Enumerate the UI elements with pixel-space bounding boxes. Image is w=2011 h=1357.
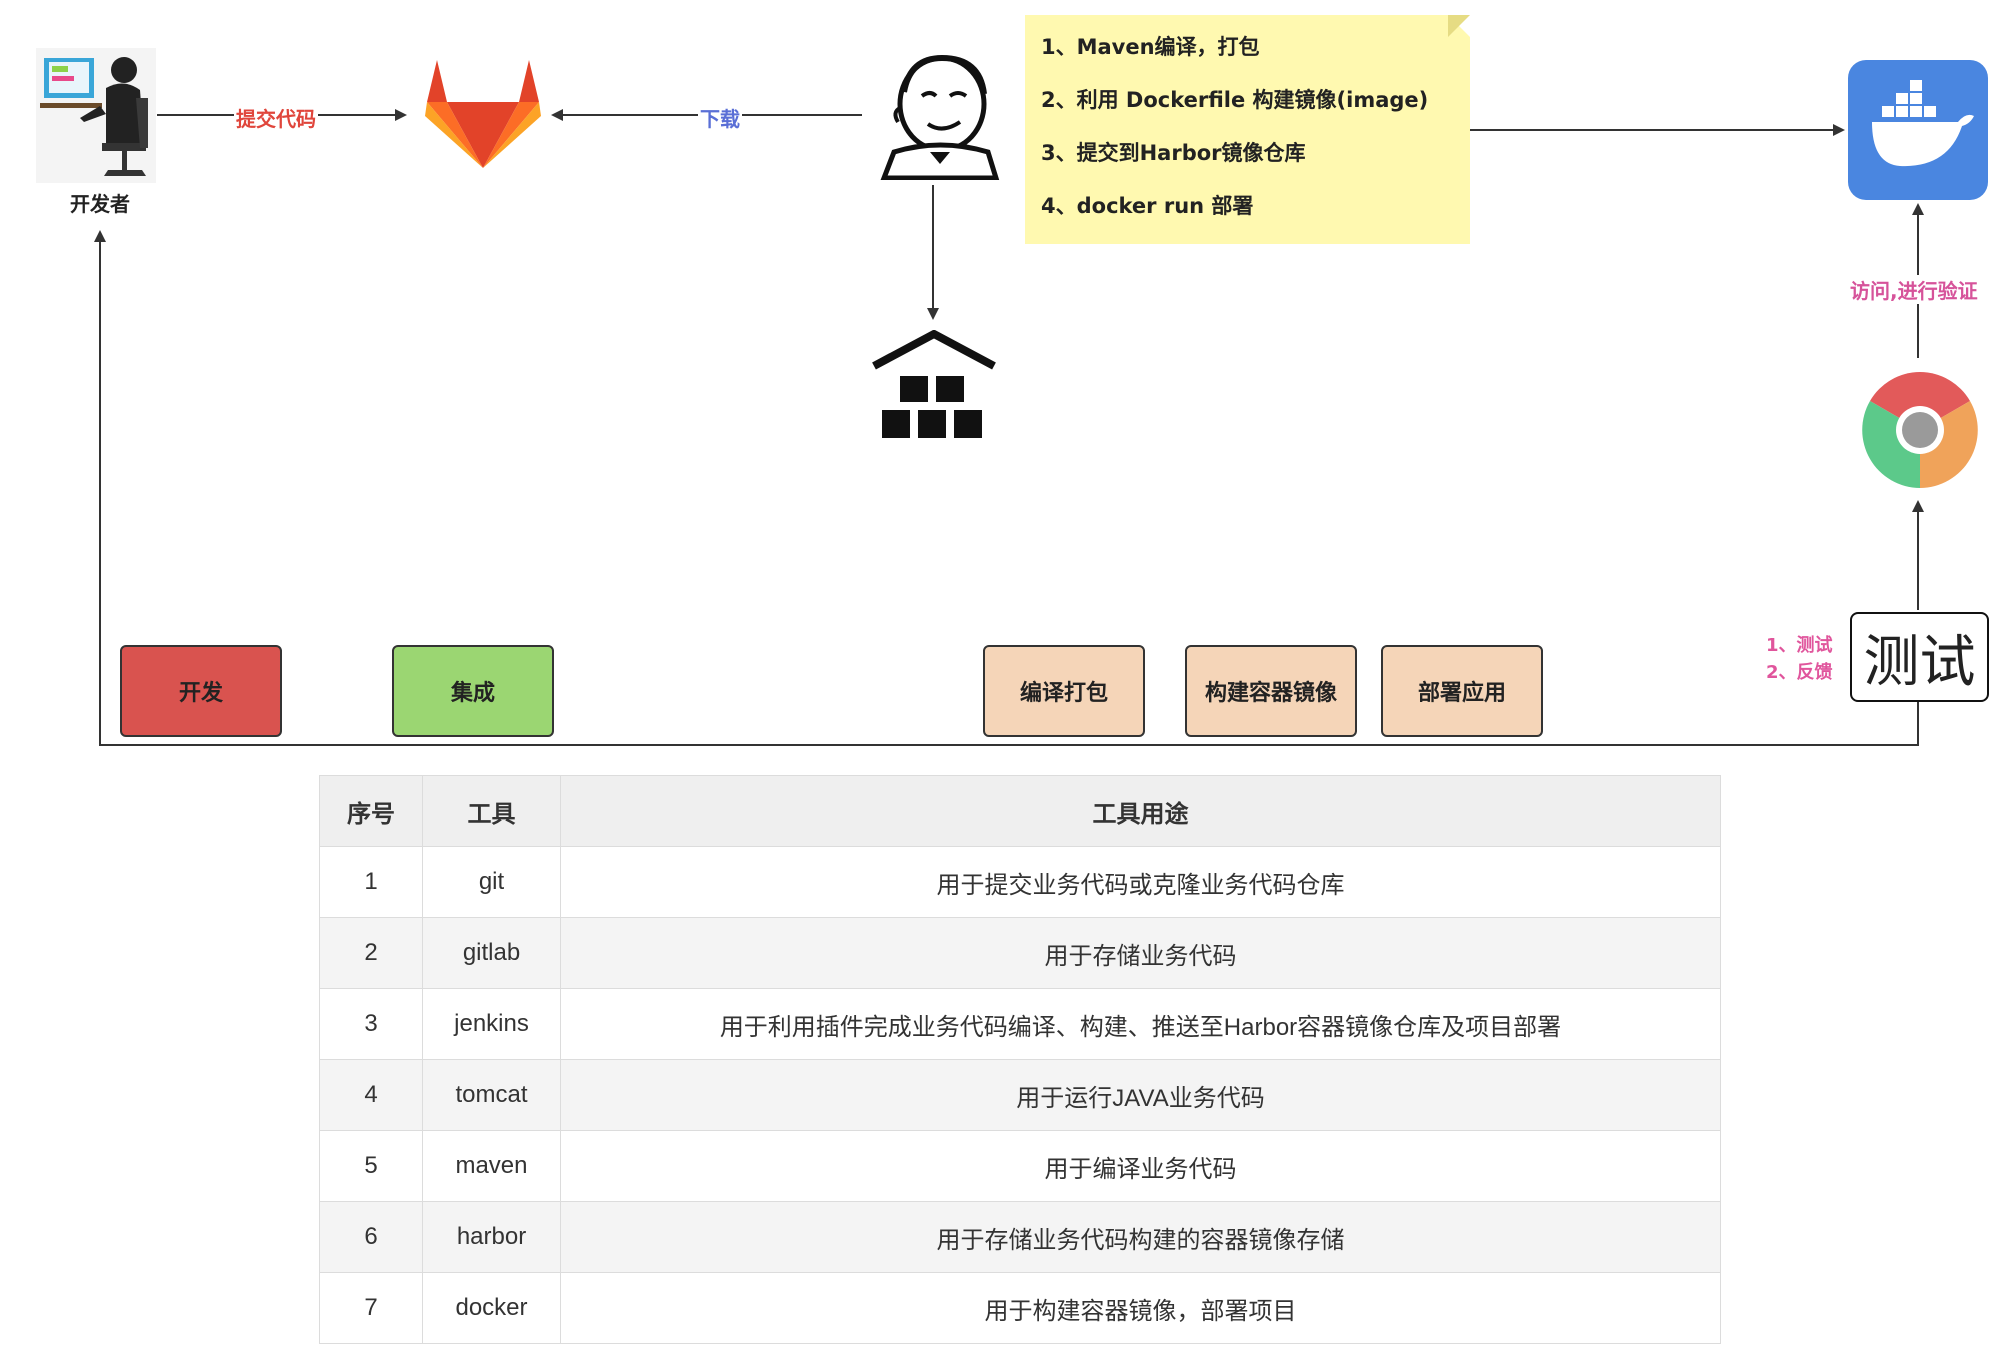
cell-purpose: 用于存储业务代码构建的容器镜像存储 [560,1201,1721,1273]
feedback-line-1: 1、测试 [1766,635,1833,656]
chrome-icon [1862,372,1978,488]
cell-index: 3 [319,988,423,1060]
download-label: 下载 [698,103,742,132]
feedback-line-2: 2、反馈 [1766,662,1833,683]
cell-purpose: 用于编译业务代码 [560,1130,1721,1202]
cell-tool: gitlab [422,917,561,989]
developer-icon [36,48,156,183]
cell-tool: git [422,846,561,918]
header-purpose: 工具用途 [560,775,1721,847]
cell-tool: maven [422,1130,561,1202]
cell-tool: harbor [422,1201,561,1273]
cell-index: 7 [319,1272,423,1344]
jenkins-steps-note: 1、Maven编译，打包 2、利用 Dockerfile 构建镜像(image)… [1025,15,1470,244]
feedback-notes: 1、测试 2、反馈 [1766,632,1833,686]
cell-index: 1 [319,846,423,918]
jenkins-icon [880,54,1000,180]
cell-index: 5 [319,1130,423,1202]
feedback-loop [94,230,1919,746]
developer-label: 开发者 [70,192,130,216]
jenkins-step-4: 4、docker run 部署 [1041,194,1254,218]
jenkins-step-2: 2、利用 Dockerfile 构建镜像(image) [1041,88,1429,112]
cell-index: 2 [319,917,423,989]
test-node: 测试 [1850,612,1989,702]
stage-compile-package: 编译打包 [983,645,1145,737]
stage-build-image: 构建容器镜像 [1185,645,1357,737]
note-fold-shadow [1448,15,1470,37]
header-index: 序号 [319,775,423,847]
cell-tool: tomcat [422,1059,561,1131]
stage-develop: 开发 [120,645,282,737]
cell-index: 4 [319,1059,423,1131]
jenkins-step-1: 1、Maven编译，打包 [1041,35,1260,59]
warehouse-icon [872,330,996,438]
docker-icon [1848,60,1988,200]
cell-purpose: 用于构建容器镜像，部署项目 [560,1272,1721,1344]
cell-index: 6 [319,1201,423,1273]
gitlab-icon [425,60,541,168]
cell-purpose: 用于存储业务代码 [560,917,1721,989]
cell-purpose: 用于提交业务代码或克隆业务代码仓库 [560,846,1721,918]
stage-deploy: 部署应用 [1381,645,1543,737]
commit-label: 提交代码 [234,103,318,132]
cell-tool: docker [422,1272,561,1344]
table-header-row: 序号 工具 工具用途 [319,775,1721,847]
cell-purpose: 用于利用插件完成业务代码编译、构建、推送至Harbor容器镜像仓库及项目部署 [560,988,1721,1060]
jenkins-step-3: 3、提交到Harbor镜像仓库 [1041,141,1306,165]
header-tool: 工具 [422,775,561,847]
verify-label: 访问,进行验证 [1850,275,1978,304]
stage-integrate: 集成 [392,645,554,737]
cell-tool: jenkins [422,988,561,1060]
cell-purpose: 用于运行JAVA业务代码 [560,1059,1721,1131]
